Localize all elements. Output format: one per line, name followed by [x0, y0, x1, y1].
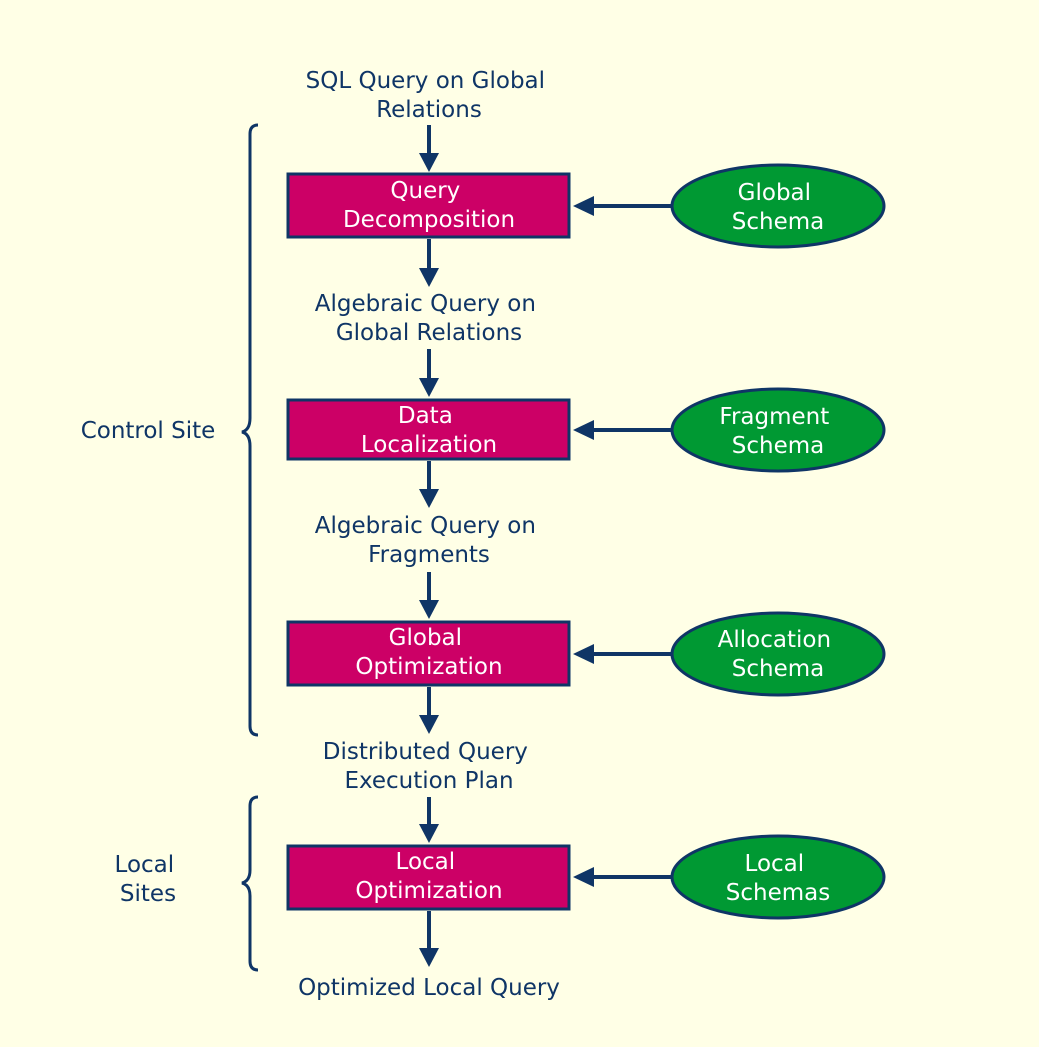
- algebraic-query-fragments-line1: Algebraic Query on: [315, 513, 536, 539]
- optimized-local-query-line1: Optimized Local Query: [298, 975, 560, 1001]
- svg-text:Query Decomposition: Query Decomposition: [343, 178, 515, 233]
- global-optimization-line1: Global: [389, 625, 462, 651]
- svg-text:Fragment Schema: Fragment Schema: [719, 404, 836, 459]
- global-optimization-line2: Optimization: [355, 654, 502, 680]
- execution-plan-line2: Execution Plan: [344, 768, 513, 794]
- fragment-schema-ellipse: Fragment Schema: [670, 387, 886, 473]
- svg-text:Local Optimization: Local Optimization: [355, 849, 502, 904]
- fragment-schema-line1: Fragment: [719, 404, 829, 430]
- input-label-line2: Relations: [376, 97, 482, 123]
- algebraic-query-fragments-line2: Fragments: [368, 542, 490, 568]
- allocation-schema-line1: Allocation: [718, 627, 831, 653]
- input-label-line1: SQL Query on Global: [306, 68, 545, 94]
- svg-text:Data Localization: Data Localization: [361, 403, 497, 458]
- control-site-label: Control Site: [81, 418, 216, 444]
- svg-text:Local Schemas: Local Schemas: [726, 851, 830, 906]
- arrow-localization-to-fragments-query: [419, 461, 439, 508]
- svg-text:Allocation Schema: Allocation Schema: [718, 627, 839, 682]
- local-schemas-line2: Schemas: [726, 880, 830, 906]
- algebraic-query-fragments-label: Algebraic Query on Fragments: [315, 513, 544, 568]
- execution-plan-line1: Distributed Query: [323, 739, 528, 765]
- local-sites-label-line2: Sites: [120, 881, 176, 907]
- local-sites-brace: [241, 795, 259, 972]
- optimized-local-query-label: Optimized Local Query: [298, 975, 560, 1001]
- input-label: SQL Query on Global Relations: [306, 68, 553, 123]
- allocation-schema-ellipse: Allocation Schema: [670, 611, 886, 697]
- local-optimization-line2: Optimization: [355, 878, 502, 904]
- global-schema-line1: Global: [738, 180, 811, 206]
- query-decomposition-line2: Decomposition: [343, 207, 515, 233]
- data-localization-line1: Data: [398, 403, 453, 429]
- svg-text:Global Optimization: Global Optimization: [355, 625, 502, 680]
- arrow-allocation-schema-to-global-optimization: [573, 644, 671, 664]
- fragment-schema-line2: Schema: [732, 433, 824, 459]
- local-sites-label: Local Sites: [115, 852, 182, 907]
- data-localization-line2: Localization: [361, 432, 497, 458]
- query-decomposition-line1: Query: [390, 178, 460, 204]
- allocation-schema-line2: Schema: [732, 656, 824, 682]
- algebraic-query-global-line2: Global Relations: [336, 320, 522, 346]
- global-optimization-box: Global Optimization: [286, 620, 571, 687]
- arrow-execution-plan-to-local-optimization: [419, 797, 439, 843]
- arrow-decomposition-to-algebraic-query: [419, 239, 439, 287]
- svg-text:Global Schema: Global Schema: [732, 180, 824, 235]
- arrow-global-schema-to-decomposition: [573, 196, 671, 216]
- algebraic-query-global-line1: Algebraic Query on: [315, 291, 536, 317]
- control-site-brace: [241, 123, 259, 737]
- global-schema-line2: Schema: [732, 209, 824, 235]
- arrow-fragment-schema-to-localization: [573, 420, 671, 440]
- local-sites-label-line1: Local: [115, 852, 175, 878]
- arrow-fragments-query-to-global-optimization: [419, 572, 439, 619]
- control-site-label-line1: Control Site: [81, 418, 216, 444]
- algebraic-query-global-label: Algebraic Query on Global Relations: [315, 291, 544, 346]
- arrow-local-optimization-to-output: [419, 911, 439, 967]
- arrow-local-schemas-to-local-optimization: [573, 867, 671, 887]
- data-localization-box: Data Localization: [286, 398, 571, 461]
- query-decomposition-box: Query Decomposition: [286, 172, 571, 239]
- local-optimization-line1: Local: [396, 849, 456, 875]
- local-schemas-line1: Local: [745, 851, 805, 877]
- local-optimization-box: Local Optimization: [286, 844, 571, 911]
- execution-plan-label: Distributed Query Execution Plan: [323, 739, 535, 794]
- local-schemas-ellipse: Local Schemas: [670, 834, 886, 920]
- global-schema-ellipse: Global Schema: [670, 163, 886, 249]
- arrow-global-optimization-to-execution-plan: [419, 687, 439, 734]
- arrow-algebraic-query-to-localization: [419, 349, 439, 397]
- arrow-input-to-decomposition: [419, 125, 439, 172]
